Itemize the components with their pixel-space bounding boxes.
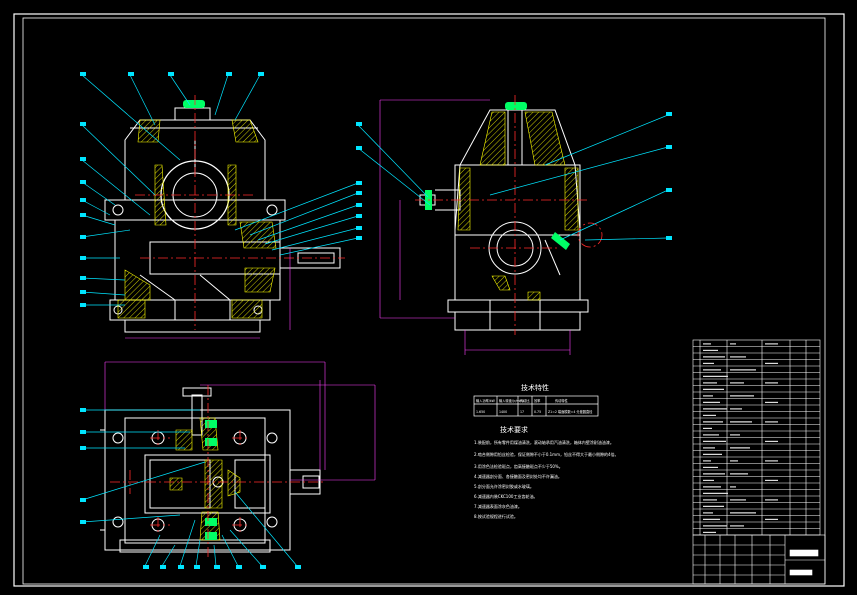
title-block-border xyxy=(692,534,826,585)
front-view-leaders xyxy=(81,74,359,306)
tech-spec-title: 技术特性 xyxy=(521,383,549,392)
parts-list-table xyxy=(692,339,821,536)
drawing-title-bar xyxy=(789,549,819,557)
handle-knob-side xyxy=(505,102,527,110)
spec-value-power: 1.650 xyxy=(476,410,485,414)
spec-value-speed: 1400 xyxy=(499,410,507,414)
spec-table-grid xyxy=(473,395,599,417)
title-block xyxy=(692,534,826,585)
side-view-leaders xyxy=(357,114,669,241)
req-line-4: 4.减速器剖分面、各接触面及密封处均不许漏油。 xyxy=(474,473,562,479)
req-line-3: 3.用涂色法检验斑点，齿高接触斑点不少于50%。 xyxy=(474,463,563,469)
spec-header-characteristics: 传动特性 xyxy=(555,398,569,403)
req-line-6: 6.减速器内装CKC100工业齿轮油。 xyxy=(474,493,537,499)
req-line-8: 8.按试验规程进行试验。 xyxy=(474,513,518,519)
req-line-2: 2.啮合侧隙用铅丝检验，保证侧隙不小于0.1mm，铅丝不得大于最小侧隙的4倍。 xyxy=(474,451,619,457)
handle-knob-front xyxy=(183,100,205,108)
req-line-7: 7.减速器表面涂灰色油漆。 xyxy=(474,503,522,509)
drawing-frame xyxy=(13,13,845,587)
drawing-number-bar xyxy=(789,569,813,576)
spec-value-efficiency: 0.75 xyxy=(534,410,541,414)
technical-notes: 技术特性 输入功率/kW 输入转速/(r/min) 传动比 效率 传动特性 1.… xyxy=(473,383,619,519)
gear-part-top-1 xyxy=(205,420,217,428)
front-view xyxy=(80,72,362,339)
front-view-balloons xyxy=(80,72,362,307)
top-view xyxy=(80,361,376,569)
dipstick-side xyxy=(551,232,570,250)
tech-req-title: 技术要求 xyxy=(500,425,528,434)
req-line-1: 1.装配前，所有零件用煤油清洗，滚动轴承用汽油清洗，箱体内壁涂耐油油漆。 xyxy=(474,439,614,445)
spec-header-ratio: 传动比 xyxy=(520,398,530,403)
spec-header-efficiency: 效率 xyxy=(534,398,541,403)
spec-header-speed: 输入转速/(r/min) xyxy=(499,398,524,403)
req-line-5: 5.剖分面允许涂密封胶或水玻璃。 xyxy=(474,483,534,489)
spec-value-ratio: 17 xyxy=(520,410,524,414)
spec-value-characteristics: Z1=2 端面模数=4 分度圆直径 xyxy=(548,409,593,414)
top-view-leaders xyxy=(81,409,298,567)
side-view xyxy=(356,95,672,355)
spec-header-power: 输入功率/kW xyxy=(476,398,496,403)
